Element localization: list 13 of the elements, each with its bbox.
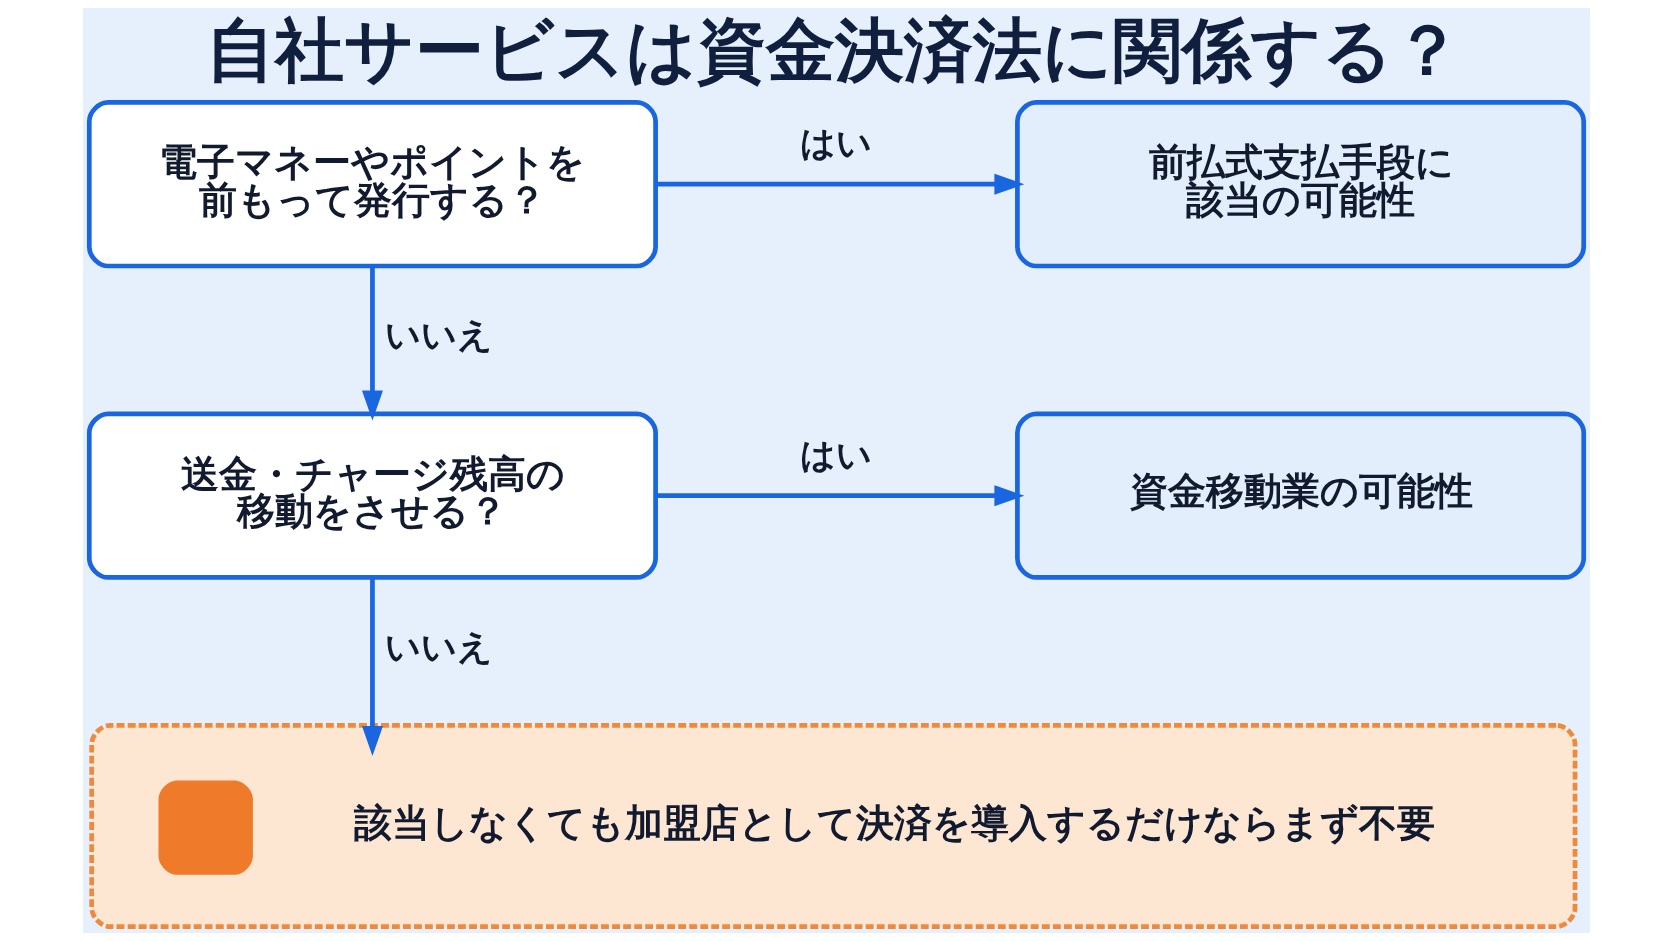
edge-label: はい (799, 123, 872, 164)
edge-label: はい (799, 434, 872, 475)
arrow (655, 173, 1024, 195)
node-box: 電子マネーやポイントを前もって発行する？ (86, 100, 658, 269)
edge-label: いいえ (384, 315, 493, 356)
arrow (361, 266, 383, 421)
arrow (361, 577, 383, 757)
diagram-title: 自社サービスは資金決済法に関係する？ (205, 10, 1462, 91)
node-box: 前払式支払手段に該当の可能性 (1014, 100, 1586, 269)
edge-label: いいえ (384, 626, 493, 667)
arrow (655, 485, 1024, 507)
node-box: 資金移動業の可能性 (1014, 411, 1586, 580)
node-box: 送金・チャージ残高の移動をさせる？ (86, 411, 658, 580)
